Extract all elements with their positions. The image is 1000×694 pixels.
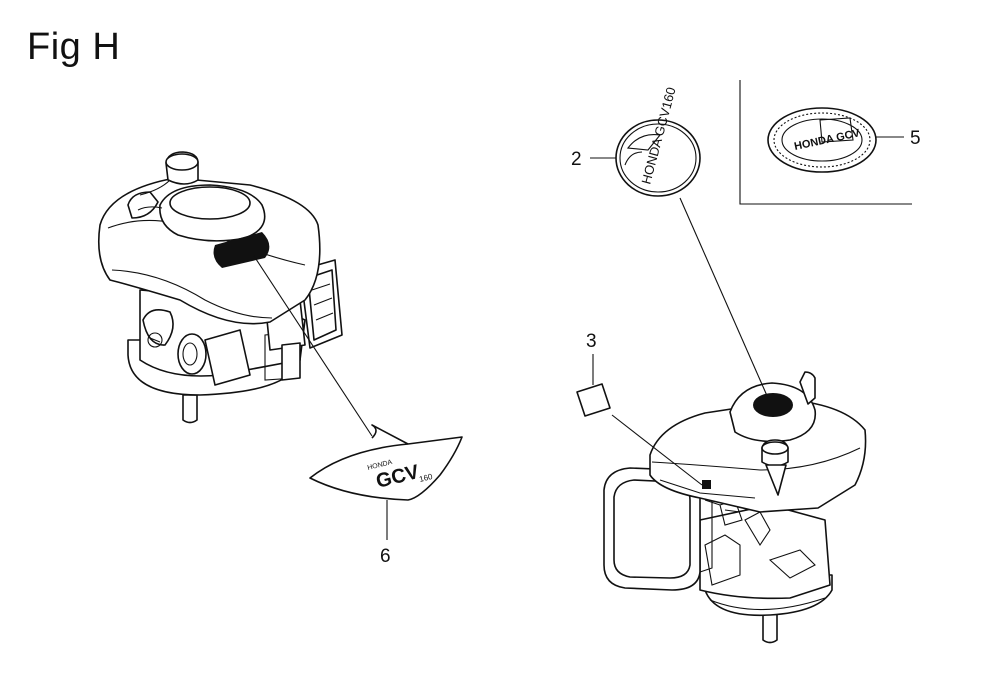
right-engine bbox=[603, 197, 867, 644]
callout-3: 3 bbox=[586, 331, 597, 352]
callout-2: 2 bbox=[571, 149, 582, 170]
label-3 bbox=[576, 354, 611, 417]
emblem-2: HONDA GCV160 bbox=[590, 86, 701, 197]
callout-6: 6 bbox=[380, 546, 391, 567]
shroud-decal-6: HONDA GCV 160 bbox=[309, 424, 463, 540]
left-engine bbox=[97, 151, 373, 437]
inset-box: HONDA GCV bbox=[739, 80, 912, 205]
figure-title: Fig H bbox=[27, 26, 121, 68]
callout-5: 5 bbox=[910, 128, 921, 149]
decal-6-sub-text: 160 bbox=[418, 472, 434, 484]
